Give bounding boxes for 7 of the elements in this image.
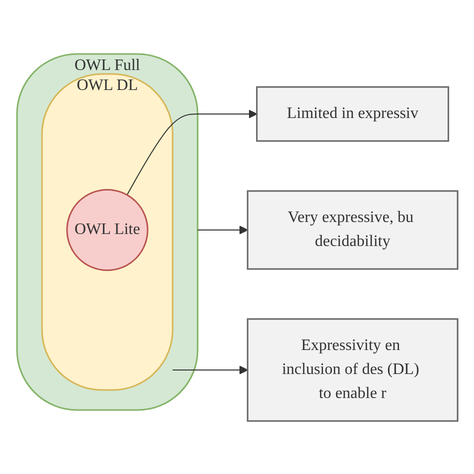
node-box: Very expressive, bu decidability — [246, 190, 458, 270]
node-box: Limited in expressiv — [256, 86, 449, 142]
arrow — [172, 365, 248, 374]
node-circle: OWL Lite — [66, 188, 148, 271]
arrow — [196, 225, 248, 234]
node-box: Expressivity en inclusion of des (DL) to enable r — [246, 318, 458, 422]
arrow — [126, 109, 257, 195]
